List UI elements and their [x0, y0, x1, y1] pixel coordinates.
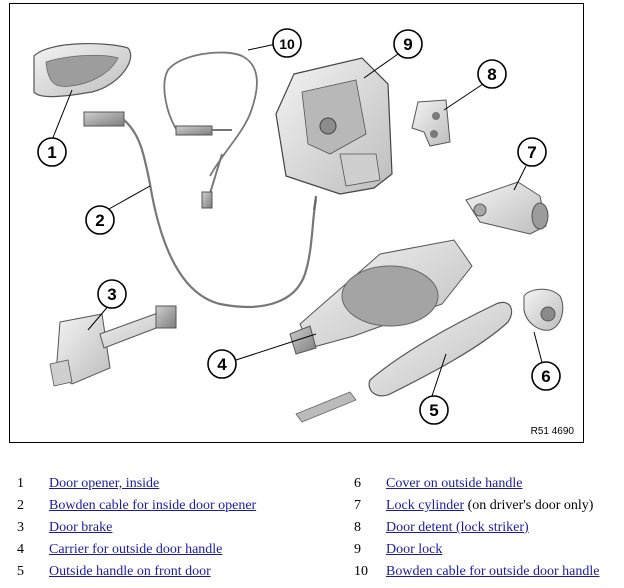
callout-4: 4: [207, 349, 237, 379]
legend-link-cover-outside-handle[interactable]: Cover on outside handle: [386, 476, 523, 491]
bowden-cable-outside-part: [163, 51, 258, 209]
svg-text:2: 2: [95, 211, 104, 230]
legend-number: 2: [17, 498, 24, 513]
svg-text:6: 6: [541, 367, 550, 386]
callout-9: 9: [393, 29, 423, 59]
svg-text:1: 1: [47, 143, 56, 162]
legend-number: 3: [17, 520, 24, 535]
lock-cylinder-part: [465, 181, 549, 235]
legend-link-carrier-outside-handle[interactable]: Carrier for outside door handle: [49, 542, 223, 557]
legend-link-lock-cylinder[interactable]: Lock cylinder: [386, 498, 465, 513]
carrier-outside-handle-part: [289, 239, 473, 355]
bowden-cable-inside-part: [83, 111, 318, 308]
legend-number: 1: [17, 476, 24, 491]
door-brake-part: [49, 305, 177, 387]
svg-text:8: 8: [487, 65, 496, 84]
door-detent-part: [411, 99, 451, 147]
legend-link-door-lock[interactable]: Door lock: [386, 542, 443, 557]
figure-reference: R51 4690: [530, 426, 574, 437]
callout-2: 2: [85, 205, 115, 235]
legend-note: (on driver's door only): [464, 498, 594, 513]
legend-number: 8: [354, 520, 361, 535]
legend-link-door-detent[interactable]: Door detent (lock striker): [386, 520, 529, 535]
callout-1: 1: [37, 137, 67, 167]
legend-number: 7: [354, 498, 361, 513]
legend-link-bowden-cable-inside[interactable]: Bowden cable for inside door opener: [49, 498, 257, 513]
legend-link-bowden-cable-outside[interactable]: Bowden cable for outside door handle: [386, 564, 600, 579]
outside-handle-part: [295, 301, 513, 423]
legend-number: 5: [17, 564, 24, 579]
svg-text:10: 10: [279, 36, 295, 52]
svg-text:4: 4: [217, 355, 227, 374]
callout-8: 8: [477, 59, 507, 89]
legend-number: 4: [17, 542, 24, 557]
callout-3: 3: [97, 279, 127, 309]
legend-link-door-brake[interactable]: Door brake: [49, 520, 113, 535]
callout-6: 6: [531, 361, 561, 391]
svg-text:9: 9: [403, 35, 412, 54]
legend-number: 9: [354, 542, 361, 557]
callout-10: 10: [272, 28, 302, 58]
svg-text:5: 5: [429, 401, 438, 420]
parts-legend: 1 Door opener, inside 2 Bowden cable for…: [0, 474, 624, 584]
door-lock-part: [275, 57, 393, 211]
callout-7: 7: [517, 137, 547, 167]
parts-illustration: 1 2 3 4 5 6 7 8: [33, 28, 564, 425]
svg-text:3: 3: [107, 285, 116, 304]
door-opener-inside-part: [33, 43, 132, 98]
parts-diagram: 1 2 3 4 5 6 7 8: [9, 3, 584, 443]
legend-link-outside-handle-front-door[interactable]: Outside handle on front door: [49, 564, 211, 579]
callout-5: 5: [419, 395, 449, 425]
handle-cover-part: [523, 288, 564, 331]
legend-number: 6: [354, 476, 361, 491]
legend-link-door-opener-inside[interactable]: Door opener, inside: [49, 476, 160, 491]
legend-number: 10: [354, 564, 368, 579]
svg-text:7: 7: [527, 143, 536, 162]
